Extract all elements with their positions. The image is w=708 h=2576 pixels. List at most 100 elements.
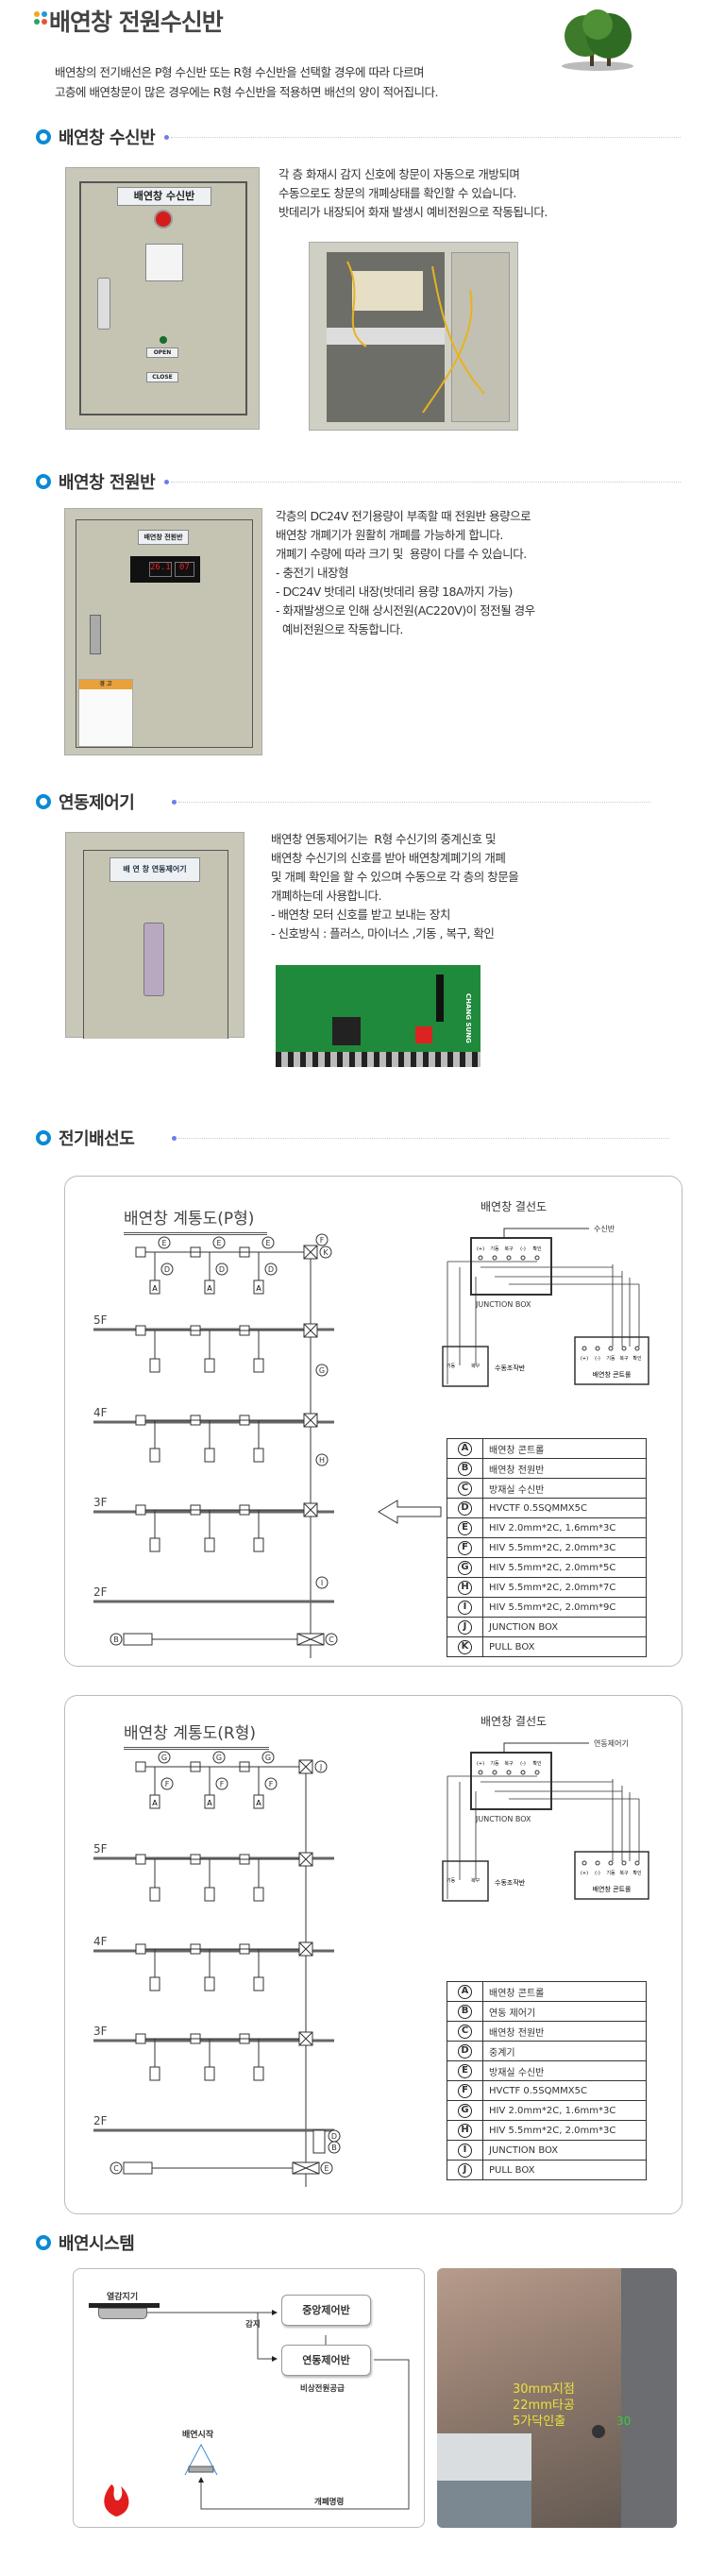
- branch-wire: [200, 1419, 211, 1449]
- legend-key: H: [458, 1580, 472, 1595]
- left-arrow-icon: [378, 1500, 442, 1524]
- branch-wire: [145, 1419, 156, 1449]
- legend-key: B: [458, 1461, 472, 1476]
- legend-value: 배연창 콘트롤: [482, 1438, 647, 1459]
- pull-box-cross: [298, 1759, 313, 1774]
- floor-label: 4F: [93, 1406, 108, 1419]
- legend-value: 중계기: [482, 2041, 647, 2061]
- circle-label: E: [324, 2164, 329, 2173]
- circle-label-icon: [320, 2161, 333, 2175]
- terminal-label: (+): [581, 1871, 588, 1876]
- terminal-label: 복구: [619, 1871, 629, 1876]
- circle-label: D: [164, 1265, 170, 1274]
- power-description: 각층의 DC24V 전기용량이 부족할 때 전원반 용량으로 배연창 개폐기가 …: [276, 509, 535, 636]
- circle-label-icon: [110, 1633, 123, 1646]
- terminal-icon: [520, 1770, 526, 1775]
- window-control-icon: [204, 1976, 215, 1991]
- terminal-label: (+): [581, 1356, 588, 1362]
- circle-label: D: [331, 2132, 337, 2141]
- legend-value: HIV 2.0mm*2C, 1.6mm*3C: [482, 2100, 647, 2121]
- legend-value: 방재실 수신반: [482, 2060, 647, 2081]
- control-panel: [574, 1336, 649, 1385]
- terminal-label: (-): [595, 1871, 600, 1876]
- window-control-icon: [253, 1794, 264, 1809]
- circle-label: B: [113, 1635, 119, 1644]
- panel-plate: 배 연 창 연동제어기: [110, 857, 200, 882]
- window-control-icon: [149, 1976, 160, 1991]
- pull-box-cross: [303, 1323, 318, 1338]
- terminal-icon: [534, 1255, 540, 1261]
- intro-line: 고층에 배연창문이 많은 경우에는 R형 수신반을 적용하면 배선의 양이 적어…: [55, 85, 438, 99]
- circle-label: E: [161, 1239, 166, 1247]
- circle-label-icon: [160, 1777, 174, 1790]
- circle-label: G: [265, 1754, 271, 1762]
- pull-box-cross: [303, 1502, 318, 1517]
- terminal-label: (-): [595, 1356, 600, 1362]
- window-control-icon: [149, 1448, 160, 1463]
- junction-box: [470, 1237, 552, 1296]
- circle-label: D: [219, 1265, 225, 1274]
- circle-label: C: [329, 1635, 334, 1644]
- detect-label: 감지: [245, 2320, 261, 2330]
- caption-line: 30mm지점: [513, 2382, 575, 2397]
- legend-key: A: [458, 1441, 472, 1456]
- terminal-icon: [582, 1860, 587, 1866]
- circle-label: E: [216, 1239, 221, 1247]
- control-label: 배연창 콘트롤: [593, 1885, 632, 1893]
- pull-box-cross: [303, 1413, 318, 1428]
- circle-label: J: [319, 1763, 322, 1771]
- green-lamp-icon: [160, 336, 167, 344]
- circle-label-icon: [212, 1751, 226, 1764]
- window-control-label: A: [256, 1284, 261, 1293]
- handle-icon: [90, 615, 101, 654]
- circle-label: F: [320, 1236, 325, 1245]
- legend-value: 배연창 전원반: [482, 1458, 647, 1479]
- circle-label-icon: [261, 1751, 275, 1764]
- terminal-label: (+): [477, 1761, 484, 1767]
- window-control-icon: [149, 1794, 160, 1809]
- intro-line: 배연창의 전기배선은 P형 수신반 또는 R형 수신반을 선택할 경우에 따라 …: [55, 65, 424, 79]
- emergency-power-label: 비상전원공급: [300, 2384, 345, 2394]
- terminal-label: (+): [477, 1246, 484, 1252]
- wires: [447, 1261, 640, 1384]
- terminal-icon: [595, 1346, 600, 1351]
- window-control-icon: [149, 2066, 160, 2081]
- section-heading-system: 배연시스템: [36, 2230, 135, 2255]
- command-label: 개폐명령: [314, 2498, 345, 2507]
- terminal-icon: [506, 1255, 512, 1261]
- legend-value: HVCTF 0.5SQMMX5C: [482, 2080, 647, 2101]
- circle-label-icon: [319, 1246, 332, 1259]
- branch-wire: [200, 1251, 211, 1280]
- terminal-label: 기동: [490, 1246, 499, 1252]
- branch-wire: [200, 2038, 211, 2067]
- circle-label: G: [161, 1754, 167, 1762]
- legend-value: 방재실 수신반: [482, 1478, 647, 1499]
- warning-label: 경 고: [78, 679, 133, 747]
- terminal-icon: [621, 1860, 627, 1866]
- legend-value: PULL BOX: [482, 2160, 647, 2180]
- circle-label: D: [268, 1265, 274, 1274]
- manual-panel: [442, 1346, 489, 1387]
- window-control-icon: [204, 1358, 215, 1373]
- branch-wire: [249, 1251, 260, 1280]
- photo-caption: 30mm지점 22mm타공 5가닥인출: [513, 2381, 575, 2430]
- legend-value: HIV 5.5mm*2C, 2.0mm*5C: [482, 1557, 647, 1578]
- branch-wire: [249, 1330, 260, 1359]
- window-control-icon: [204, 1887, 215, 1902]
- wiring-title: 배연창 결선도: [480, 1715, 547, 1728]
- circle-label: H: [319, 1456, 325, 1465]
- circle-label-icon: [215, 1777, 228, 1790]
- branch-wire: [145, 1948, 156, 1977]
- window-control-icon: [149, 1887, 160, 1902]
- circle-label: G: [319, 1366, 325, 1375]
- bullet-ring-icon: [36, 474, 51, 489]
- junction-box-icon: [135, 1854, 146, 1865]
- floor-label: 2F: [93, 2114, 108, 2127]
- branch-wire: [249, 1509, 260, 1538]
- junction-box: [470, 1752, 552, 1810]
- indicator-lamp-icon: [154, 210, 173, 229]
